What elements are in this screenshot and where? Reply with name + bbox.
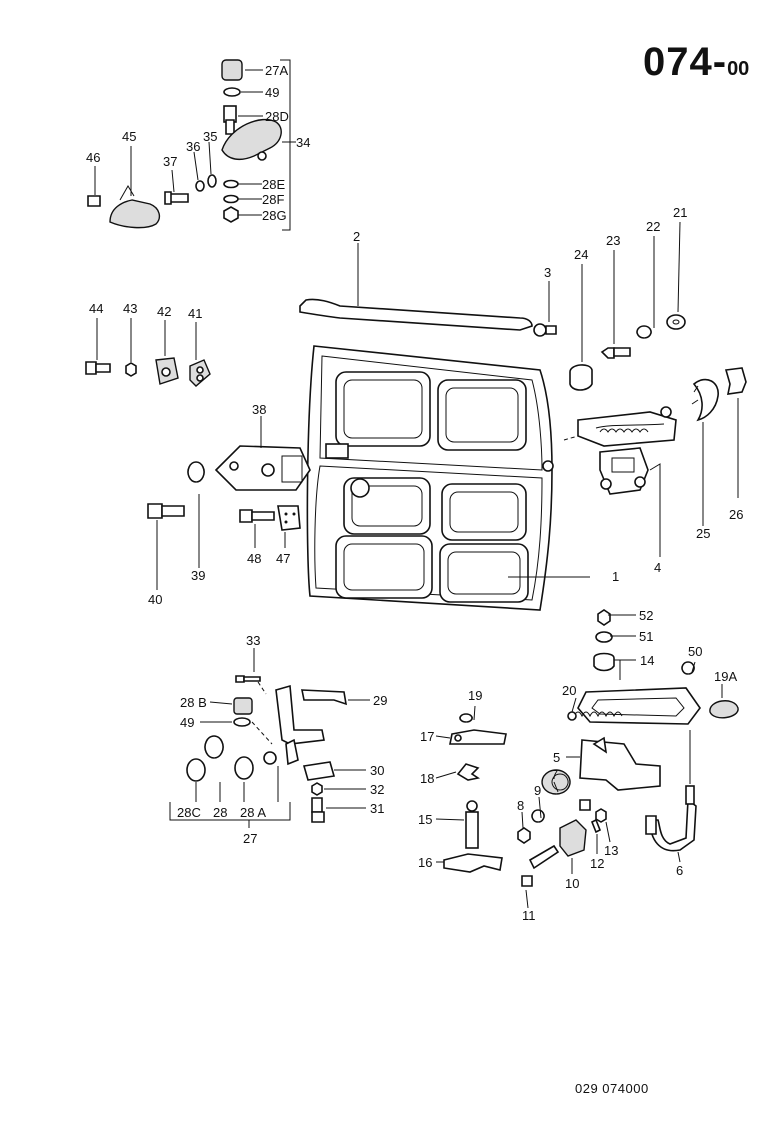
part-rod xyxy=(299,298,557,337)
callout-28G: 28G xyxy=(262,208,287,223)
callout-36: 36 xyxy=(186,139,200,154)
callout-35: 35 xyxy=(203,129,217,144)
callout-45: 45 xyxy=(122,129,136,144)
callout-13: 13 xyxy=(604,843,618,858)
callout-41: 41 xyxy=(188,306,202,321)
callout-7: 7 xyxy=(551,767,558,782)
callout-15: 15 xyxy=(418,812,432,827)
callout-31: 31 xyxy=(370,801,384,816)
callout-34: 34 xyxy=(296,135,310,150)
callout-21: 21 xyxy=(673,205,687,220)
part-group-handle-bracket xyxy=(186,675,348,823)
page-number: 074-00 xyxy=(643,40,749,85)
callout-38: 38 xyxy=(252,402,266,417)
callout-43: 43 xyxy=(123,301,137,316)
callout-18: 18 xyxy=(420,771,434,786)
callout-4: 4 xyxy=(654,560,661,575)
part-hinge xyxy=(214,445,311,491)
callout-49-top: 49 xyxy=(265,85,279,100)
callout-42: 42 xyxy=(157,304,171,319)
part-door-panel xyxy=(306,345,554,611)
callout-44: 44 xyxy=(89,301,103,316)
callout-22: 22 xyxy=(646,219,660,234)
callout-1: 1 xyxy=(612,569,619,584)
page-number-main: 074- xyxy=(643,40,728,84)
callout-26: 26 xyxy=(729,507,743,522)
callout-19: 19 xyxy=(468,688,482,703)
page-number-suffix: 00 xyxy=(727,58,750,80)
callout-28B: 28 B xyxy=(180,695,207,710)
callout-24: 24 xyxy=(574,247,588,262)
callout-28D: 28D xyxy=(265,109,289,124)
part-group-fasteners-left xyxy=(85,357,211,387)
callout-25: 25 xyxy=(696,526,710,541)
callout-39: 39 xyxy=(191,568,205,583)
callout-3: 3 xyxy=(544,265,551,280)
callout-19A: 19A xyxy=(714,669,737,684)
callout-48: 48 xyxy=(247,551,261,566)
callout-40: 40 xyxy=(148,592,162,607)
callout-10: 10 xyxy=(565,876,579,891)
callout-28E: 28E xyxy=(262,177,285,192)
callout-23: 23 xyxy=(606,233,620,248)
callout-49-bottom: 49 xyxy=(180,715,194,730)
callout-2: 2 xyxy=(353,229,360,244)
callout-17: 17 xyxy=(420,729,434,744)
callout-27: 27 xyxy=(243,831,257,846)
callout-47: 47 xyxy=(276,551,290,566)
callout-16: 16 xyxy=(418,855,432,870)
callout-8: 8 xyxy=(517,798,524,813)
drawing-code: 029 074000 xyxy=(575,1081,649,1096)
callout-52: 52 xyxy=(639,608,653,623)
callout-11: 11 xyxy=(522,908,536,923)
callout-20: 20 xyxy=(562,683,576,698)
part-group-handle-lock xyxy=(517,609,739,887)
part-latch-mechanism xyxy=(563,406,677,495)
part-group-hinge-fasteners xyxy=(147,461,301,531)
callout-33: 33 xyxy=(246,633,260,648)
part-group-lever xyxy=(443,713,507,873)
part-group-covers xyxy=(691,367,747,422)
callout-32: 32 xyxy=(370,782,384,797)
callout-50: 50 xyxy=(688,644,702,659)
callout-51: 51 xyxy=(639,629,653,644)
callout-9: 9 xyxy=(534,783,541,798)
callout-5: 5 xyxy=(553,750,560,765)
callout-28A: 28 A xyxy=(240,805,266,820)
callout-6: 6 xyxy=(676,863,683,878)
callout-14: 14 xyxy=(640,653,654,668)
callout-37: 37 xyxy=(163,154,177,169)
part-group-lock-cylinder xyxy=(87,59,282,229)
callout-29: 29 xyxy=(373,693,387,708)
callout-28F: 28F xyxy=(262,192,284,207)
part-group-latch-hardware xyxy=(569,314,686,391)
callout-30: 30 xyxy=(370,763,384,778)
callout-12: 12 xyxy=(590,856,604,871)
callout-28C: 28C xyxy=(177,805,201,820)
callout-46: 46 xyxy=(86,150,100,165)
callout-28: 28 xyxy=(213,805,227,820)
callout-27A: 27A xyxy=(265,63,288,78)
